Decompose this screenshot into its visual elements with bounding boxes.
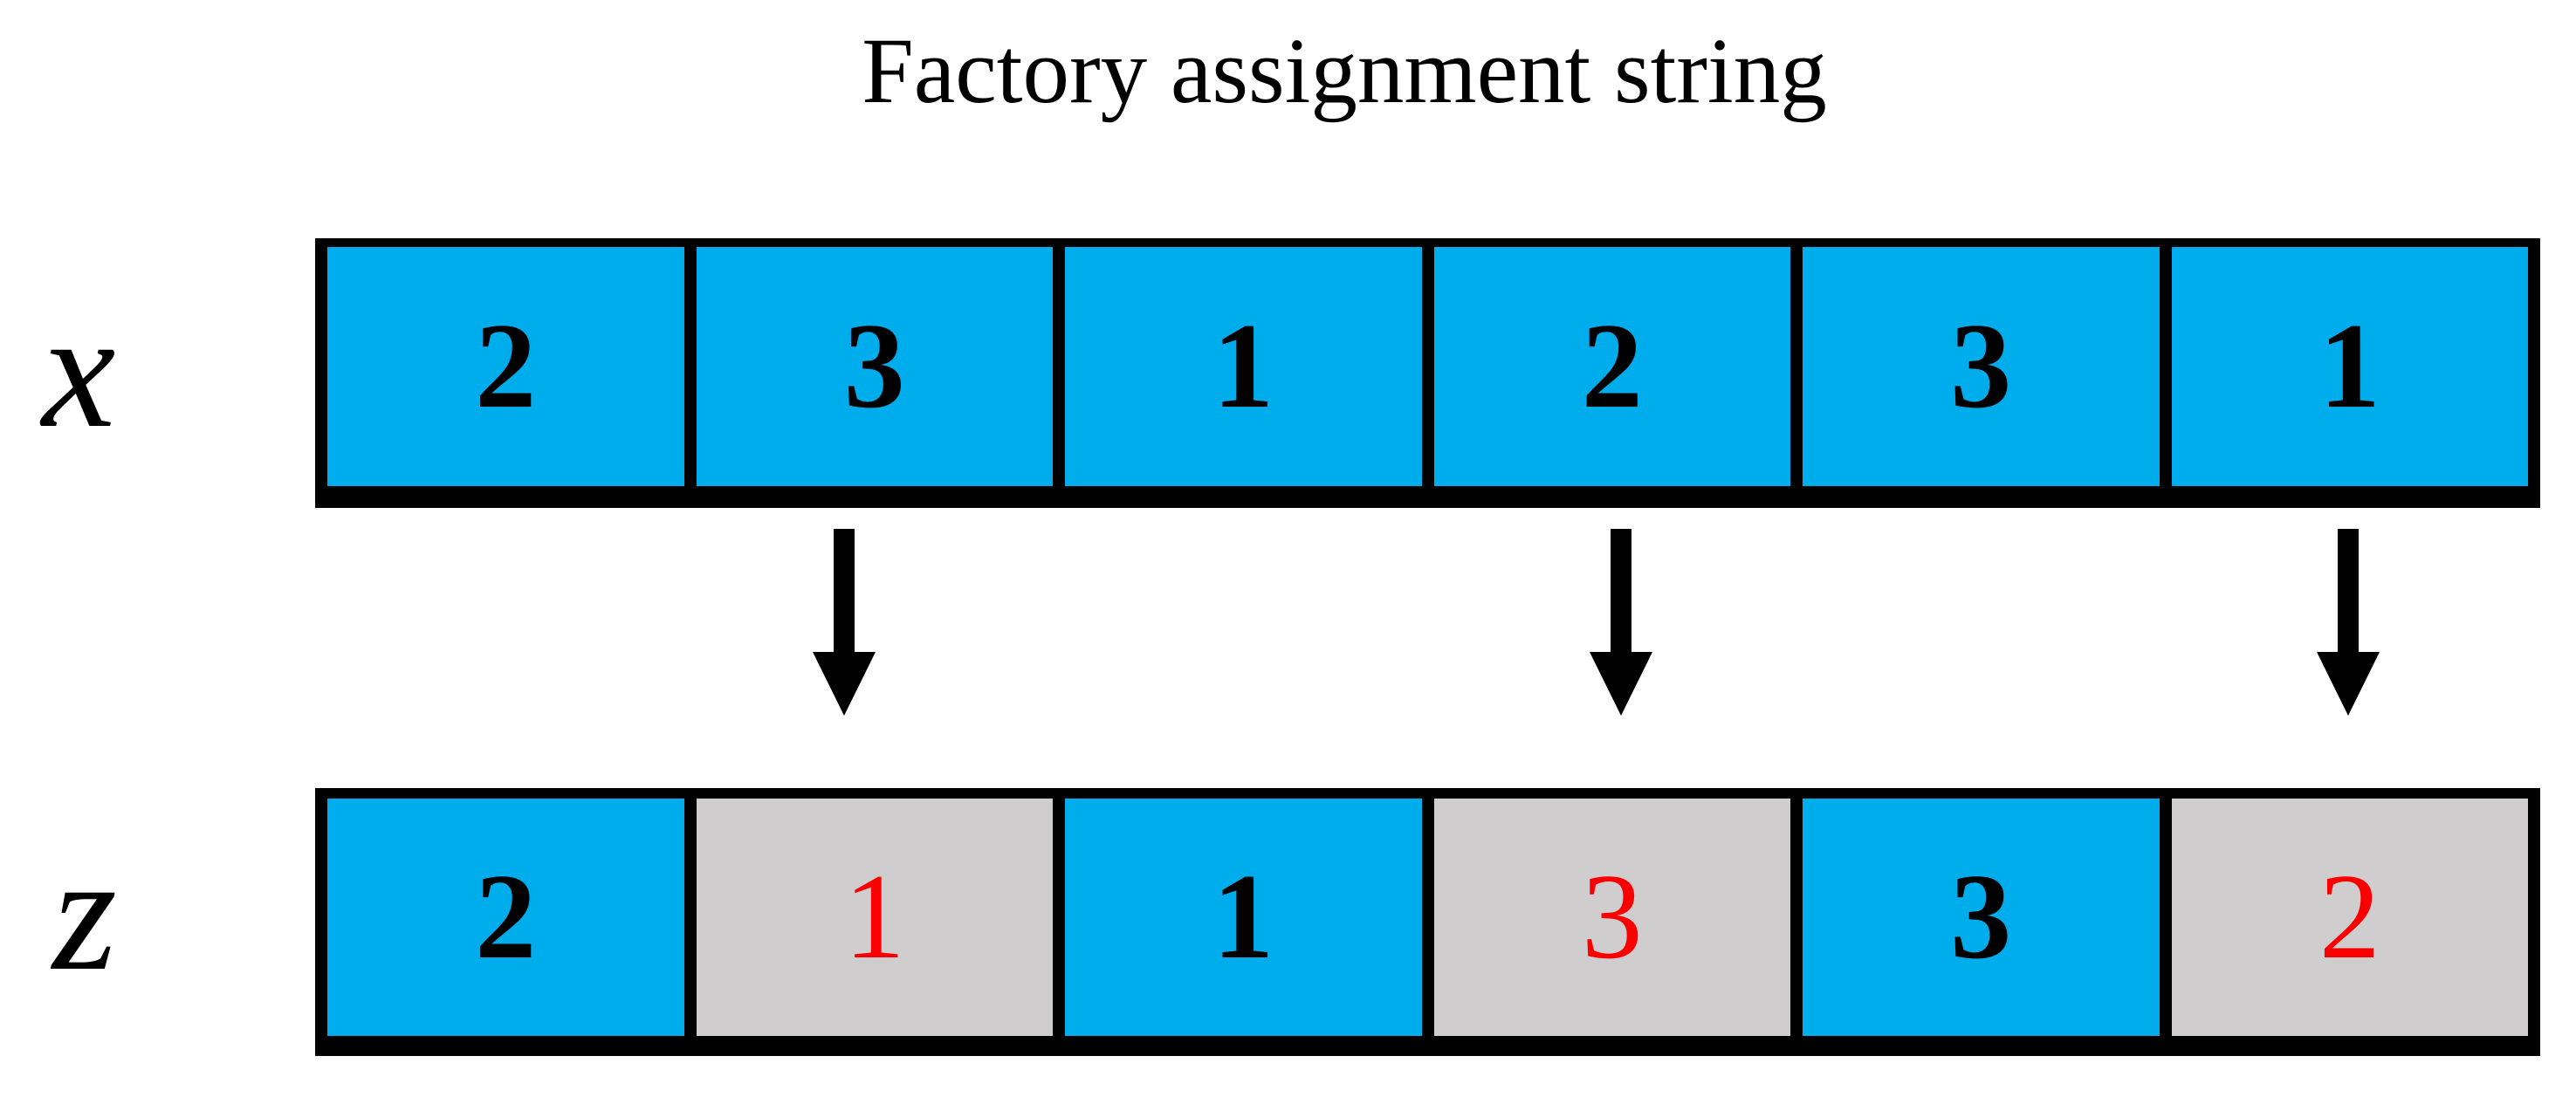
- row-x: 2 3 1 2 3 1: [315, 238, 2540, 508]
- cell-value: 1: [843, 849, 905, 984]
- row-x-cell-4: 2: [1433, 247, 1790, 486]
- row-z-cell-6: 2: [2171, 799, 2528, 1036]
- cell-value: 1: [2318, 298, 2380, 434]
- row-z-cell-2: 1: [696, 799, 1053, 1036]
- row-z-cell-1: 2: [327, 799, 684, 1036]
- row-z: 2 1 1 3 3 2: [315, 788, 2540, 1056]
- cell-value: 3: [1950, 849, 2012, 984]
- cell-value: 2: [2318, 849, 2380, 984]
- cell-value: 1: [1212, 298, 1274, 434]
- down-arrow-icon: [2315, 529, 2381, 716]
- row-x-cell-6: 1: [2171, 247, 2528, 486]
- row-label-z: z: [52, 822, 117, 1005]
- diagram-title: Factory assignment string: [862, 20, 1827, 123]
- row-x-cell-1: 2: [327, 247, 684, 486]
- row-x-cell-3: 1: [1065, 247, 1422, 486]
- row-label-x: x: [42, 279, 116, 463]
- cell-value: 2: [475, 849, 537, 984]
- cell-value: 2: [475, 298, 537, 434]
- down-arrow-icon: [811, 529, 877, 716]
- cell-value: 3: [843, 298, 905, 434]
- row-x-cell-2: 3: [696, 247, 1053, 486]
- down-arrow-icon: [1588, 529, 1654, 716]
- cell-value: 2: [1581, 298, 1643, 434]
- cell-value: 3: [1581, 849, 1643, 984]
- cell-value: 3: [1950, 298, 2012, 434]
- row-x-cell-5: 3: [1803, 247, 2160, 486]
- row-z-cell-4: 3: [1433, 799, 1790, 1036]
- cell-value: 1: [1212, 849, 1274, 984]
- row-z-cell-3: 1: [1065, 799, 1422, 1036]
- row-z-cell-5: 3: [1803, 799, 2160, 1036]
